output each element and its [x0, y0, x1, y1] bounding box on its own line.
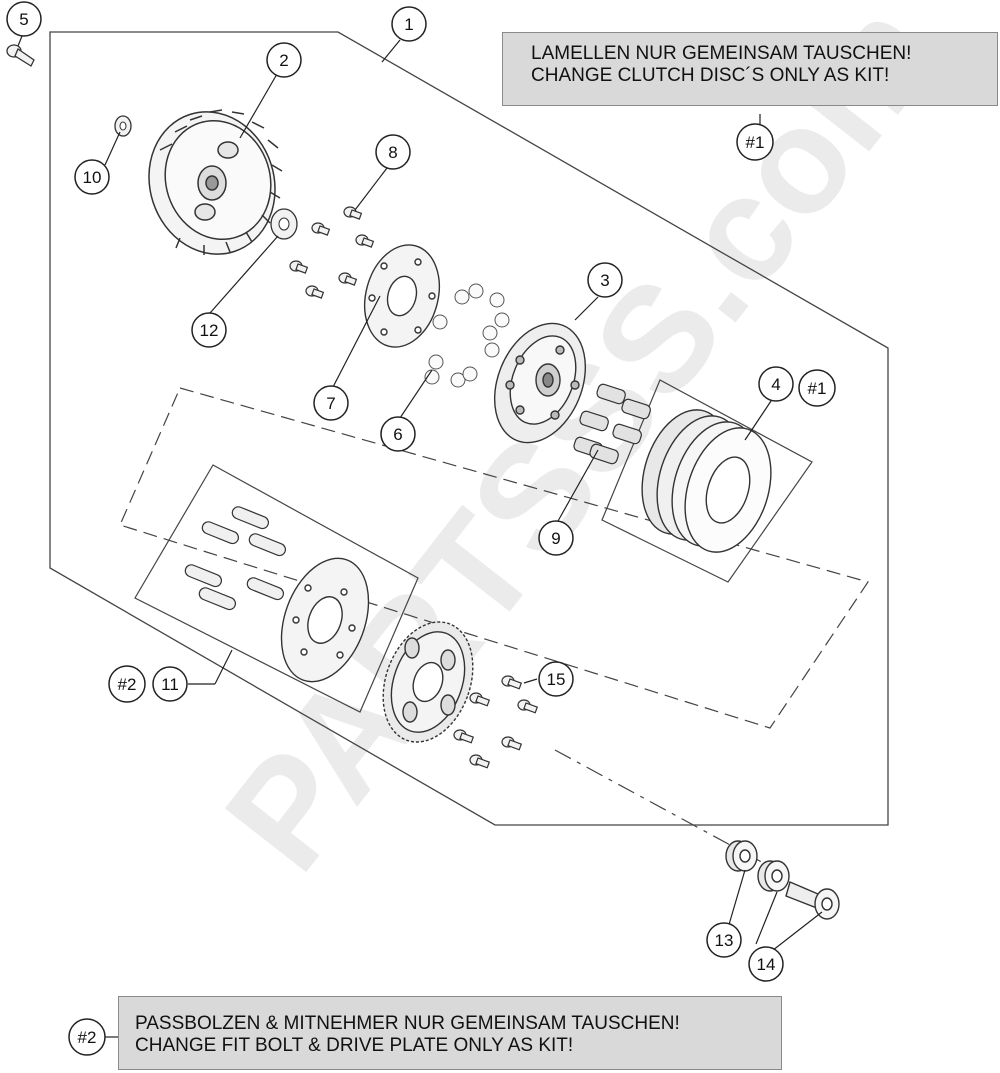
fit-bolts-11 — [184, 506, 287, 611]
callout-4: 4 — [758, 366, 794, 402]
screws-15 — [453, 675, 539, 769]
kit-ref-2-plate: #2 — [108, 665, 146, 703]
note-top-line2: CHANGE CLUTCH DISC´S ONLY AS KIT! — [531, 65, 890, 86]
bushing-14 — [785, 881, 840, 920]
svg-text:11: 11 — [161, 675, 179, 694]
callout-14: 14 — [748, 946, 784, 982]
svg-text:12: 12 — [200, 321, 219, 340]
clutch-basket-2 — [148, 109, 283, 255]
kit-ref-1-top: #1 — [736, 123, 774, 161]
callout-12: 12 — [191, 312, 227, 348]
callout-7: 7 — [313, 385, 349, 421]
svg-text:13: 13 — [715, 931, 734, 950]
kit-ref-1-disc: #1 — [798, 369, 836, 407]
svg-text:9: 9 — [551, 529, 560, 548]
screws-8 — [289, 206, 375, 299]
drive-plate-11 — [280, 557, 370, 683]
callout-15: 15 — [538, 661, 574, 697]
bearings-13 — [725, 840, 790, 892]
svg-text:3: 3 — [600, 271, 609, 290]
bolt-5 — [6, 44, 35, 67]
note-top-line1: LAMELLEN NUR GEMEINSAM TAUSCHEN! — [531, 43, 912, 64]
callout-3: 3 — [587, 262, 623, 298]
callout-1: 1 — [391, 6, 427, 42]
svg-text:#1: #1 — [746, 133, 765, 152]
primary-gear — [382, 621, 474, 743]
svg-text:6: 6 — [393, 425, 402, 444]
svg-text:5: 5 — [19, 10, 28, 29]
svg-text:#2: #2 — [118, 675, 137, 694]
note-bottom: PASSBOLZEN & MITNEHMER NUR GEMEINSAM TAU… — [118, 996, 782, 1070]
clutch-disc-pack-4 — [641, 409, 772, 553]
pressure-plate-7 — [364, 244, 440, 348]
svg-text:#1: #1 — [808, 379, 827, 398]
callout-5: 5 — [6, 1, 42, 37]
springs-9 — [573, 383, 651, 465]
drive-plate-kit-outline — [134, 464, 419, 713]
clutch-disc-kit-outline — [601, 379, 813, 583]
dashed-group-outline — [119, 387, 869, 729]
svg-text:10: 10 — [83, 168, 102, 187]
callout-13: 13 — [706, 922, 742, 958]
callout-11: 11 — [152, 666, 188, 702]
callout-10: 10 — [74, 159, 110, 195]
leader-lines — [17, 35, 823, 955]
svg-text:4: 4 — [771, 375, 780, 394]
clutch-hub-3 — [493, 322, 587, 444]
svg-text:14: 14 — [757, 955, 776, 974]
callout-9: 9 — [538, 520, 574, 556]
axis-line — [554, 749, 781, 873]
svg-text:15: 15 — [547, 670, 566, 689]
kit-ref-2-bottom: #2 — [68, 1018, 106, 1056]
note-top: LAMELLEN NUR GEMEINSAM TAUSCHEN! CHANGE … — [502, 32, 998, 106]
callout-8: 8 — [375, 134, 411, 170]
callout-6: 6 — [380, 416, 416, 452]
note-bottom-line2: CHANGE FIT BOLT & DRIVE PLATE ONLY AS KI… — [135, 1035, 574, 1056]
callout-2: 2 — [266, 42, 302, 78]
kit-outline — [49, 31, 889, 826]
svg-text:8: 8 — [388, 143, 397, 162]
svg-text:7: 7 — [326, 394, 335, 413]
svg-text:#2: #2 — [78, 1028, 97, 1047]
note-bottom-line1: PASSBOLZEN & MITNEHMER NUR GEMEINSAM TAU… — [135, 1013, 680, 1034]
balls-6 — [424, 283, 510, 388]
svg-text:2: 2 — [279, 51, 288, 70]
svg-text:1: 1 — [404, 15, 413, 34]
